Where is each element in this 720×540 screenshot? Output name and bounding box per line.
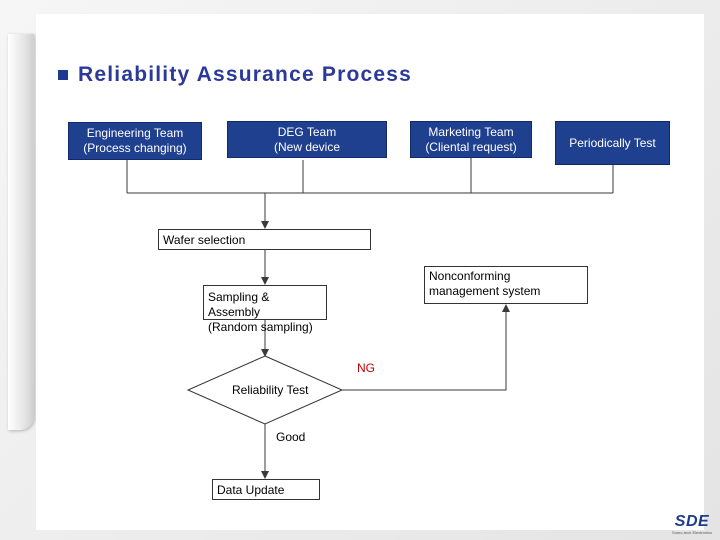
page-title: Reliability Assurance Process xyxy=(78,63,412,86)
company-logo: SDE Sumo-tech Electronics xyxy=(668,514,716,536)
nonconforming-system-box: Nonconforming management system xyxy=(424,266,588,304)
engineering-team-label: Engineering Team (Process changing) xyxy=(83,126,187,155)
ng-label: NG xyxy=(357,361,375,375)
engineering-team-box: Engineering Team (Process changing) xyxy=(68,122,202,160)
data-update-label: Data Update xyxy=(217,483,285,497)
content-panel xyxy=(36,14,704,530)
deg-team-box: DEG Team (New device development) xyxy=(227,121,387,158)
data-update-box: Data Update xyxy=(212,479,320,500)
ng-path xyxy=(342,304,510,391)
wafer-selection-box: Wafer selection xyxy=(158,229,371,250)
nonconforming-system-label: Nonconforming management system xyxy=(429,269,541,298)
logo-subtext: Sumo-tech Electronics xyxy=(671,530,712,535)
left-decoration-bar xyxy=(8,34,34,430)
title-row: Reliability Assurance Process xyxy=(58,60,412,90)
sampling-assembly-label: Sampling & Assembly (Random sampling) xyxy=(208,290,313,334)
marketing-team-label: Marketing Team (Cliental request) xyxy=(425,124,517,154)
sampling-assembly-box: Sampling & Assembly (Random sampling) xyxy=(203,285,327,334)
reliability-test-label: Reliability Test xyxy=(232,383,309,397)
periodically-test-box: Periodically Test xyxy=(555,121,670,165)
wafer-selection-label: Wafer selection xyxy=(163,233,246,247)
logo-text: SDE xyxy=(674,513,710,530)
reliability-test-diamond xyxy=(186,355,344,425)
good-label: Good xyxy=(276,430,306,444)
periodically-test-label: Periodically Test xyxy=(569,135,656,150)
deg-team-label: DEG Team (New device development) xyxy=(271,125,344,157)
marketing-team-box: Marketing Team (Cliental request) xyxy=(410,121,532,158)
square-bullet-icon xyxy=(58,70,68,80)
